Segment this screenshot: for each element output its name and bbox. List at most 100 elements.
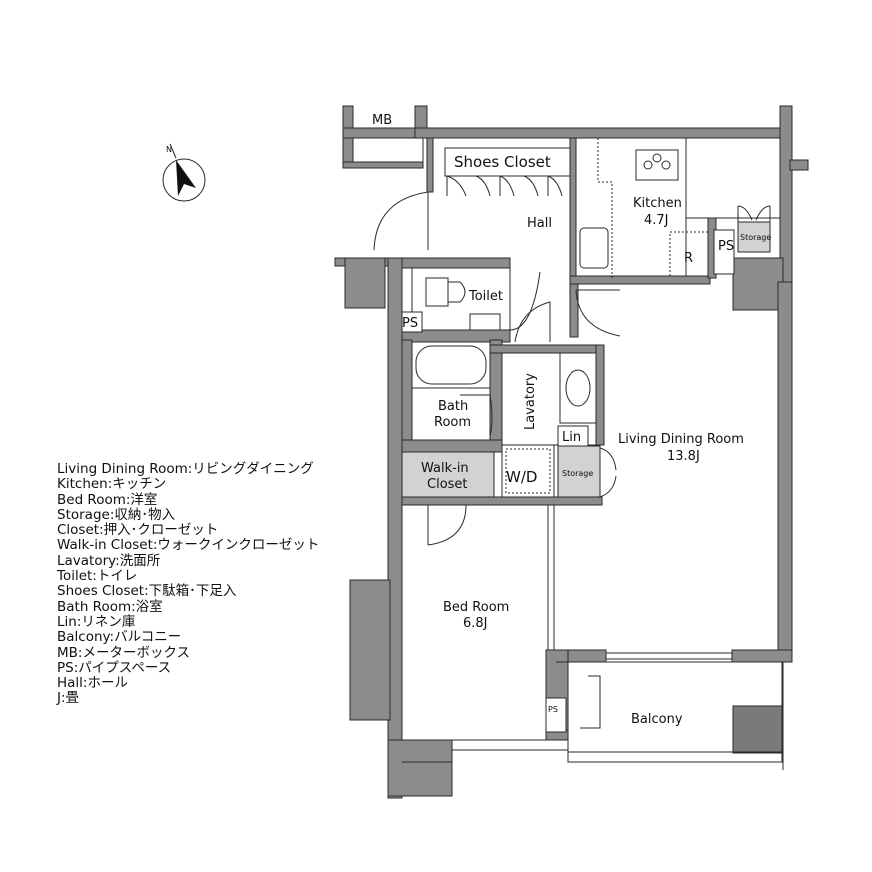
kitchen-storage bbox=[737, 221, 771, 253]
legend-item: Closet:押入･クローゼット bbox=[57, 522, 219, 539]
shoes-closet-box bbox=[444, 147, 571, 177]
wall-bath-bottom bbox=[401, 439, 503, 453]
label-balcony: Balcony bbox=[631, 712, 683, 727]
toilet-tank bbox=[425, 277, 449, 307]
label-ps-bed: PS bbox=[548, 705, 558, 714]
legend-item: Bed Room:洋室 bbox=[57, 491, 158, 508]
toilet-door bbox=[509, 268, 541, 331]
label-lavatory: Lavatory bbox=[523, 373, 538, 430]
label-bath-2: Room bbox=[434, 415, 471, 430]
legend-item: MB:メーターボックス bbox=[57, 644, 191, 661]
legend-item: Toilet:トイレ bbox=[57, 568, 138, 585]
wall-entry-block bbox=[344, 257, 386, 309]
label-ldr: Living Dining Room bbox=[618, 432, 744, 447]
label-toilet: Toilet bbox=[468, 289, 503, 304]
label-kitchen: Kitchen bbox=[633, 196, 682, 211]
label-ldr-storage: Storage bbox=[562, 469, 593, 478]
ldr-storage-box bbox=[557, 445, 601, 498]
label-bed-size: 6.8J bbox=[463, 616, 488, 631]
legend: Living Dining Room:リビングダイニング Kitchen:キッチ… bbox=[57, 461, 320, 707]
balcony-block bbox=[732, 705, 784, 754]
ps-kitchen-box bbox=[713, 229, 735, 275]
wall-left-bump bbox=[349, 579, 391, 721]
legend-item: Shoes Closet:下駄箱･下足入 bbox=[57, 583, 237, 600]
label-ps-kitchen: PS bbox=[718, 239, 734, 254]
label-walkin-1: Walk-in bbox=[421, 461, 469, 476]
mb-box bbox=[352, 137, 424, 163]
label-kitchen-storage: Storage bbox=[740, 233, 771, 242]
label-kitchen-size: 4.7J bbox=[644, 213, 669, 228]
legend-item: Storage:収納･物入 bbox=[57, 506, 176, 523]
wall-right-top bbox=[779, 105, 793, 285]
label-bath-1: Bath bbox=[438, 399, 468, 414]
ps-toilet-box bbox=[401, 311, 423, 333]
label-walkin-2: Closet bbox=[427, 477, 468, 492]
wall-lav-right bbox=[595, 344, 605, 446]
wall-entry-left bbox=[426, 137, 434, 193]
wall-mb-left bbox=[342, 105, 354, 131]
kitchen-storage-doors bbox=[737, 205, 771, 222]
legend-item: Bath Room:浴室 bbox=[57, 598, 163, 615]
label-lin: Lin bbox=[562, 430, 581, 445]
wall-right-stub bbox=[789, 159, 809, 171]
wall-mb-floor bbox=[342, 161, 424, 169]
legend-item: PS:パイプスペース bbox=[57, 659, 172, 676]
legend-item: Living Dining Room:リビングダイニング bbox=[57, 461, 314, 477]
legend-item: Hall:ホール bbox=[57, 675, 128, 692]
label-bed-room: Bed Room bbox=[443, 600, 509, 615]
wall-right bbox=[777, 281, 793, 661]
legend-item: J:畳 bbox=[57, 690, 80, 707]
wall-bottom-left bbox=[387, 739, 453, 797]
wall-mb-right bbox=[414, 105, 428, 131]
label-wd: W/D bbox=[506, 468, 537, 486]
label-hall: Hall bbox=[527, 216, 552, 231]
ldr-storage-doors bbox=[599, 447, 617, 498]
wall-kitchen-bottom bbox=[569, 275, 711, 285]
label-ldr-size: 13.8J bbox=[667, 449, 700, 464]
wall-ldr-bottom-right bbox=[731, 649, 793, 663]
toilet-bowl bbox=[447, 281, 466, 303]
north-arrow-icon: N bbox=[162, 143, 206, 202]
label-ps-toilet: PS bbox=[402, 316, 418, 331]
ldr-window bbox=[605, 652, 733, 660]
north-mark: N bbox=[166, 145, 172, 154]
stove bbox=[635, 149, 679, 181]
bedroom-window bbox=[451, 739, 569, 751]
legend-item: Lin:リネン庫 bbox=[57, 613, 136, 630]
label-shoes-closet: Shoes Closet bbox=[454, 153, 551, 171]
kitchen-counter-dotted bbox=[597, 138, 613, 280]
lavatory-basin bbox=[565, 369, 591, 407]
wall-ps-kitchen bbox=[732, 257, 784, 311]
shoes-closet-doors bbox=[446, 175, 563, 197]
bedroom-door bbox=[427, 504, 467, 546]
wall-mb-bottom bbox=[342, 127, 428, 139]
legend-item: Balcony:バルコニー bbox=[57, 629, 182, 646]
wall-left bbox=[387, 257, 403, 799]
walkin-closet-box bbox=[401, 451, 495, 498]
balcony-ac bbox=[580, 675, 601, 729]
label-mb: MB bbox=[372, 113, 392, 128]
ps-bed-box bbox=[545, 697, 567, 733]
bedroom-sliding-door bbox=[547, 504, 555, 651]
legend-item: Kitchen:キッチン bbox=[57, 476, 167, 493]
entry-door bbox=[373, 191, 429, 251]
bath-door bbox=[460, 394, 493, 437]
wd-area bbox=[501, 444, 555, 498]
wall-wic-bottom bbox=[401, 496, 603, 506]
wall-toilet-top bbox=[401, 257, 511, 269]
fridge-space bbox=[669, 231, 709, 277]
wall-top bbox=[414, 127, 784, 139]
legend-item: Walk-in Closet:ウォークインクローゼット bbox=[57, 537, 320, 554]
lavatory-door bbox=[514, 301, 551, 343]
lavatory-vanity bbox=[559, 352, 597, 424]
wall-kitchen-left bbox=[569, 137, 577, 279]
wall-lav-top bbox=[489, 344, 601, 354]
label-fridge: R bbox=[684, 251, 693, 266]
bathtub bbox=[415, 345, 487, 385]
sink bbox=[579, 227, 609, 269]
toilet-sink bbox=[469, 313, 501, 331]
balcony-rail bbox=[567, 751, 783, 763]
legend-item: Lavatory:洗面所 bbox=[57, 552, 161, 569]
hall-ldr-door bbox=[575, 289, 621, 337]
